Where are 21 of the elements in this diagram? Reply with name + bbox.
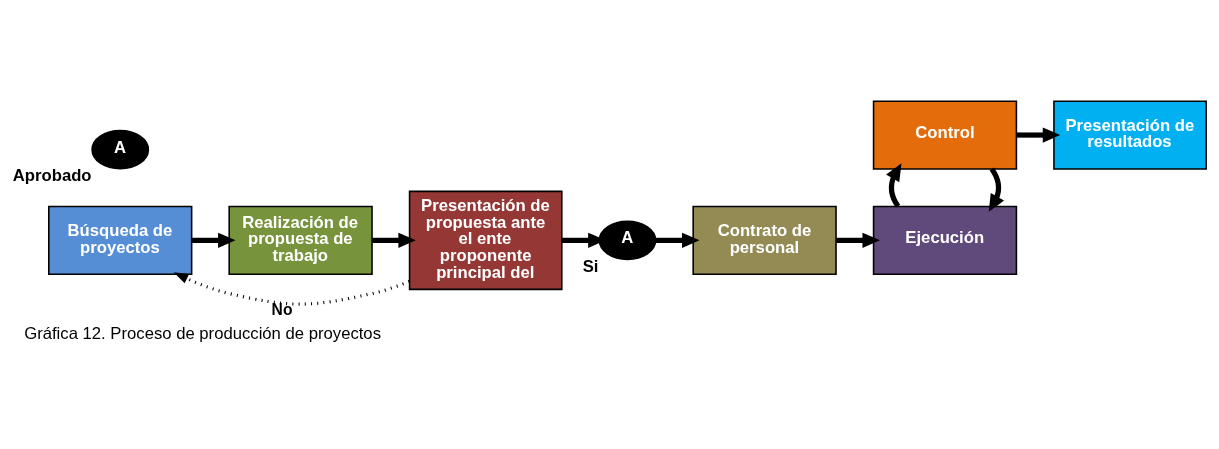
node-box: Búsqueda de proyectos: [48, 205, 193, 275]
arrow: [886, 162, 902, 208]
arrow: [836, 232, 880, 248]
arrow: [173, 271, 410, 306]
node-label: Si: [582, 256, 599, 276]
arrow: [191, 232, 236, 248]
node-box: Ejecución: [872, 205, 1018, 275]
arrow: [988, 167, 1004, 212]
node-box: Presentación de propuesta ante el ente proponente principal del: [408, 190, 563, 290]
arrow: [372, 232, 416, 248]
edge-label: No: [271, 300, 293, 318]
node-box: Contrato de personal: [692, 205, 837, 275]
node-ellipse: A: [598, 220, 657, 260]
node-box: Realización de propuesta de trabajo: [228, 205, 373, 275]
arrow: [1016, 126, 1061, 143]
node-box: Control: [872, 99, 1018, 170]
node-ellipse: A: [91, 129, 150, 169]
caption: Gráfica 12. Proceso de producción de proyectos: [24, 323, 381, 343]
node-label: Aprobado: [12, 165, 92, 185]
arrow: [655, 232, 700, 248]
node-box: Presentación de resultados: [1053, 99, 1207, 170]
